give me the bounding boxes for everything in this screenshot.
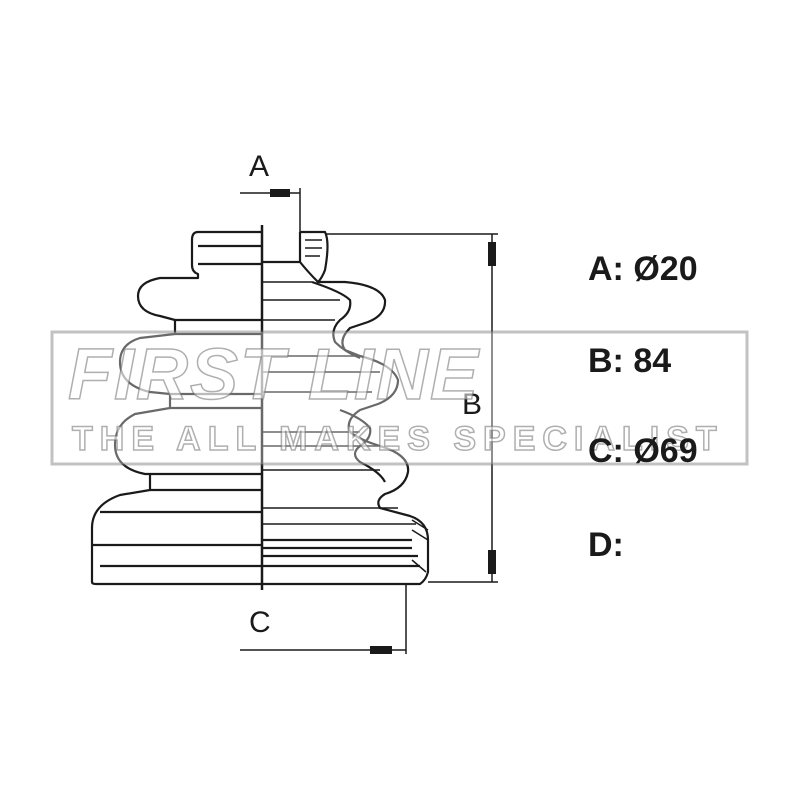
spec-d-label: D:	[588, 526, 624, 564]
boot-left-rings	[92, 244, 262, 568]
spec-d: D:	[588, 526, 624, 565]
dim-c-label: C	[249, 606, 271, 639]
dim-a-arrow	[270, 189, 290, 197]
boot-right-wall	[262, 230, 430, 586]
boot-right-hatch	[305, 239, 429, 573]
dim-b-label: B	[462, 388, 483, 421]
dim-a-label: A	[249, 150, 270, 183]
watermark-title: FIRST LINE	[67, 334, 480, 416]
spec-c: C: Ø69	[588, 432, 698, 471]
boot-left-outline	[90, 230, 262, 586]
spec-a: A: Ø20	[588, 250, 698, 289]
dim-b-arrow-top	[488, 242, 496, 266]
spec-b-label: B:	[588, 342, 624, 380]
spec-b: B: 84	[588, 342, 671, 381]
spec-a-value: Ø20	[633, 250, 698, 288]
spec-b-value: 84	[633, 342, 672, 380]
spec-a-label: A:	[588, 250, 624, 288]
boot-right-rings	[262, 281, 416, 525]
dim-b-arrow-bot	[488, 550, 496, 574]
spec-c-label: C:	[588, 432, 624, 470]
dim-c-arrow	[370, 646, 392, 654]
spec-c-value: Ø69	[633, 432, 698, 470]
watermark-tagline: THE ALL MAKES SPECIALIST	[71, 419, 724, 459]
watermark-frame	[50, 330, 749, 466]
